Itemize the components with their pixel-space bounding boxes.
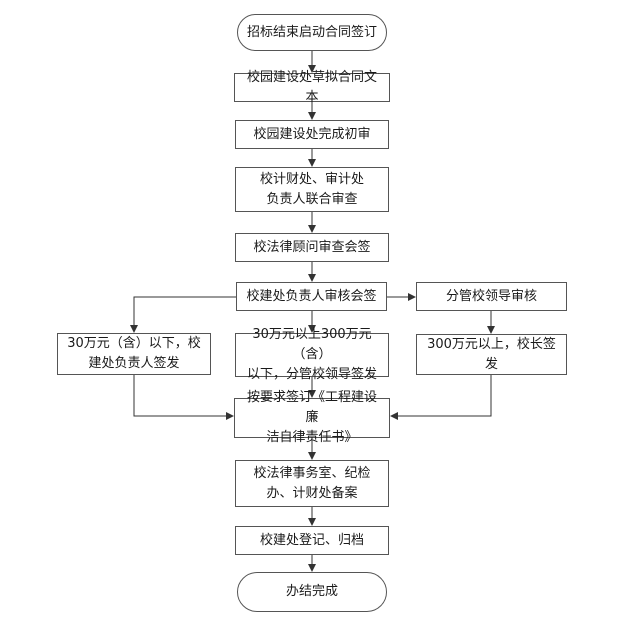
integrity-line-2: 洁自律责任书》 xyxy=(266,430,358,445)
joint-review-line-2: 负责人联合审查 xyxy=(266,191,358,207)
integrity-agreement-step: 按要求签订《工程建设廉 洁自律责任书》 xyxy=(234,390,390,445)
dept-head-review-label: 校建处负责人审核会签 xyxy=(246,288,377,304)
archive-step: 校建处登记、归档 xyxy=(235,526,389,555)
arrow-head-to-low xyxy=(130,296,236,333)
branch-low-line-1: 30万元（含）以下，校 xyxy=(67,336,201,351)
legal-review-step: 校法律顾问审查会签 xyxy=(235,233,389,262)
arrow-high-to-sign xyxy=(390,375,492,420)
initial-review-step: 校园建设处完成初审 xyxy=(235,120,389,149)
branch-low-amount-step: 30万元（含）以下，校 建处负责人签发 xyxy=(57,333,211,375)
branch-mid-amount-step: 30万元以上300万元（含） 以下，分管校领导签发 xyxy=(235,327,389,382)
start-label: 招标结束启动合同签订 xyxy=(246,24,377,40)
branch-high-amount-step: 300万元以上，校长签发 xyxy=(416,334,567,375)
joint-review-step: 校计财处、审计处 负责人联合审查 xyxy=(235,167,389,212)
end-label: 办结完成 xyxy=(285,584,338,599)
filing-line-2: 办、计财处备案 xyxy=(266,485,358,501)
archive-label: 校建处登记、归档 xyxy=(259,532,364,548)
draft-contract-step: 校园建设处草拟合同文本 xyxy=(234,70,390,105)
initial-review-label: 校园建设处完成初审 xyxy=(253,126,371,142)
branch-mid-line-2: 以下，分管校领导签发 xyxy=(246,367,377,382)
integrity-line-1: 按要求签订《工程建设廉 xyxy=(246,390,377,425)
branch-mid-line-1: 30万元以上300万元（含） xyxy=(252,327,372,362)
branch-low-line-2: 建处负责人签发 xyxy=(88,356,180,371)
filing-line-1: 校法律事务室、纪检 xyxy=(253,465,371,481)
filing-step: 校法律事务室、纪检 办、计财处备案 xyxy=(235,460,389,507)
joint-review-line-1: 校计财处、审计处 xyxy=(259,171,364,187)
end-node: 办结完成 xyxy=(237,572,387,612)
branch-high-label: 300万元以上，校长签发 xyxy=(427,336,556,372)
start-node: 招标结束启动合同签订 xyxy=(237,14,387,51)
draft-contract-label: 校园建设处草拟合同文本 xyxy=(246,69,377,105)
legal-review-label: 校法律顾问审查会签 xyxy=(253,239,371,255)
arrow-low-to-sign xyxy=(133,375,234,420)
vice-president-review-label: 分管校领导审核 xyxy=(445,288,537,304)
vice-president-review-step: 分管校领导审核 xyxy=(416,282,567,311)
dept-head-review-step: 校建处负责人审核会签 xyxy=(236,282,387,311)
